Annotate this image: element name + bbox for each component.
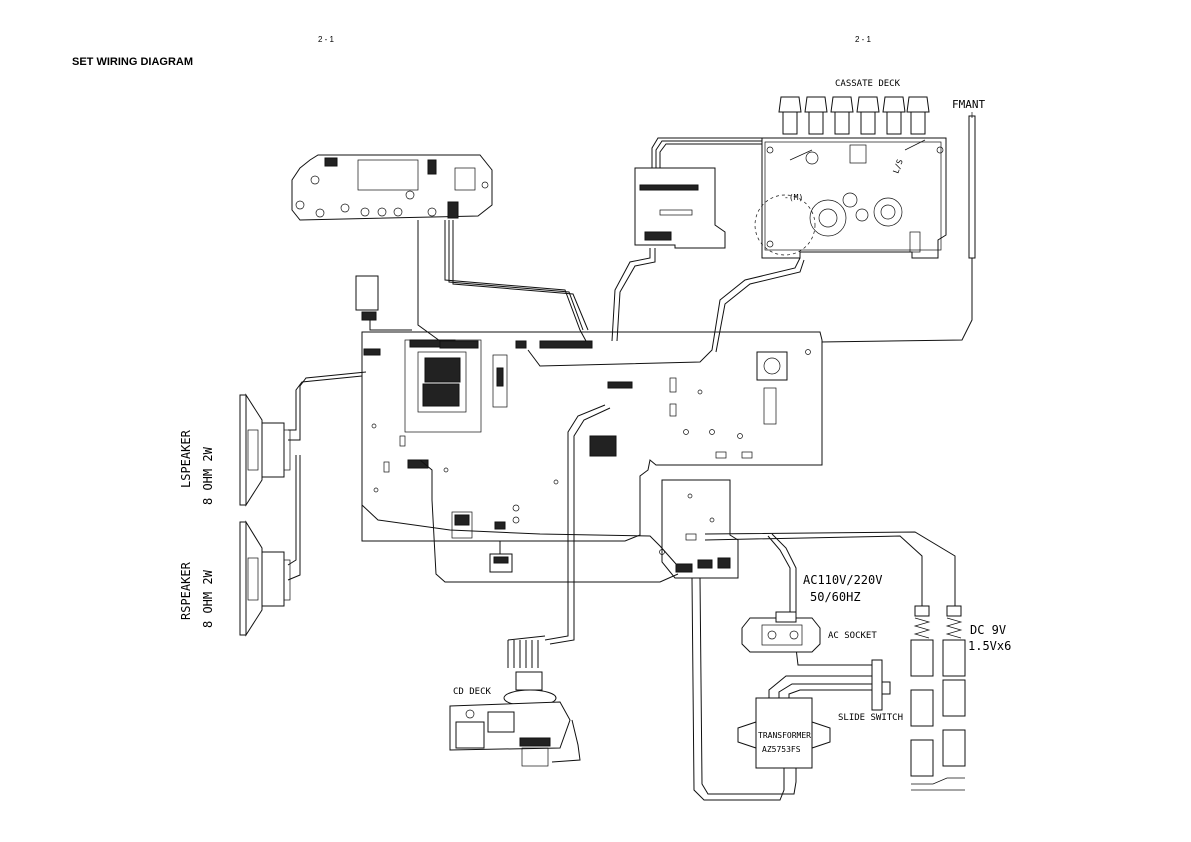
cassette-deck: CASSATE DECK -(M) L/S xyxy=(754,79,947,259)
page-number-left: 2 - 1 xyxy=(318,35,335,44)
front-panel-pcb xyxy=(291,154,493,221)
aux-board xyxy=(355,275,412,331)
battery-compartment: DC 9V 1.5Vx6 xyxy=(910,605,1011,791)
tape-pcb xyxy=(634,137,770,249)
battery-spec-label: 1.5Vx6 xyxy=(968,639,1011,653)
deck-keys xyxy=(778,96,930,135)
power-pcb xyxy=(659,479,739,579)
left-speaker-label-line2: 8 OHM 2W xyxy=(201,446,215,505)
jack-board xyxy=(489,541,513,573)
slide-switch-label: SLIDE SWITCH xyxy=(838,713,903,723)
dc-voltage-label: DC 9V xyxy=(970,623,1006,637)
right-speaker-label-line2: 8 OHM 2W xyxy=(201,569,215,628)
deck-motor-mark: -(M) xyxy=(784,193,803,202)
main-pcb xyxy=(361,331,823,542)
cd-deck-label: CD DECK xyxy=(453,687,492,697)
page-title: SET WIRING DIAGRAM xyxy=(72,56,193,68)
ac-voltage-label: AC110V/220V xyxy=(803,573,882,587)
fm-antenna: FMANT xyxy=(819,98,985,343)
cd-deck: CD DECK xyxy=(449,635,571,767)
ac-section: AC110V/220V 50/60HZ AC SOCKET SLIDE SWIT… xyxy=(737,573,903,769)
cassette-deck-label: CASSATE DECK xyxy=(835,79,901,89)
wires xyxy=(287,220,956,801)
fm-antenna-label: FMANT xyxy=(952,98,985,111)
transformer-label-line1: TRANSFORMER xyxy=(758,731,811,740)
ac-socket-label: AC SOCKET xyxy=(828,631,877,641)
left-speaker: LSPEAKER 8 OHM 2W xyxy=(179,393,291,507)
ac-frequency-label: 50/60HZ xyxy=(810,590,861,604)
left-speaker-label-line1: LSPEAKER xyxy=(179,429,193,488)
page-number-right: 2 - 1 xyxy=(855,35,872,44)
right-speaker-label-line1: RSPEAKER xyxy=(179,561,193,620)
right-speaker: RSPEAKER 8 OHM 2W xyxy=(179,520,291,637)
transformer-label-line2: AZ5753FS xyxy=(762,745,801,754)
